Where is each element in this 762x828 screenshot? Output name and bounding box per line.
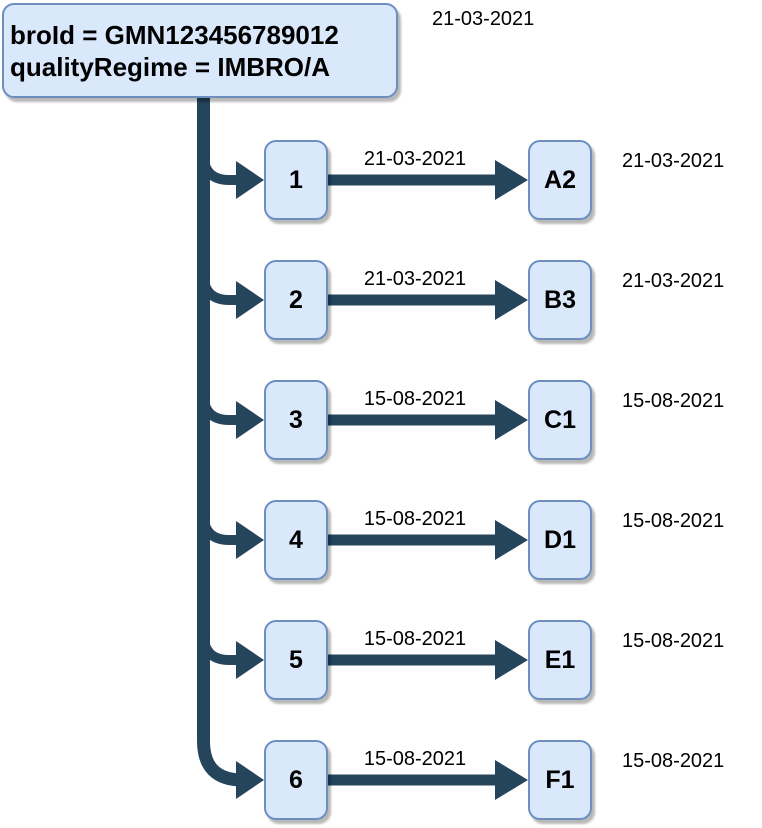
edge-date-label: 21-03-2021: [363, 148, 467, 170]
sequence-node-label: 5: [289, 645, 303, 674]
revision-row: 6 15-08-2021 F1 15-08-2021: [0, 740, 762, 820]
edge-date-label: 15-08-2021: [363, 388, 467, 410]
sequence-node: 2: [264, 260, 328, 340]
sequence-node: 6: [264, 740, 328, 820]
sequence-node: 5: [264, 620, 328, 700]
code-node-label: A2: [544, 165, 576, 194]
sequence-node-label: 3: [289, 405, 303, 434]
sequence-node: 3: [264, 380, 328, 460]
right-date-label: 15-08-2021: [622, 750, 725, 772]
right-date-label: 21-03-2021: [622, 150, 725, 172]
revision-row: 5 15-08-2021 E1 15-08-2021: [0, 620, 762, 700]
code-node-label: B3: [544, 285, 576, 314]
code-node-label: C1: [544, 405, 576, 434]
right-date-label: 15-08-2021: [622, 630, 725, 652]
right-date-label: 21-03-2021: [622, 270, 725, 292]
code-node: A2: [528, 140, 592, 220]
code-node: B3: [528, 260, 592, 340]
right-date-label: 15-08-2021: [622, 510, 725, 532]
revision-row: 4 15-08-2021 D1 15-08-2021: [0, 500, 762, 580]
edge-date-label: 15-08-2021: [363, 748, 467, 770]
right-date-label: 15-08-2021: [622, 390, 725, 412]
revision-row: 2 21-03-2021 B3 21-03-2021: [0, 260, 762, 340]
sequence-node-label: 1: [289, 165, 303, 194]
sequence-node-label: 6: [289, 765, 303, 794]
root-node-line1: broId = GMN123456789012: [10, 19, 339, 50]
root-node-line2: qualityRegime = IMBRO/A: [10, 51, 330, 82]
sequence-node: 4: [264, 500, 328, 580]
sequence-node-label: 2: [289, 285, 303, 314]
code-node: D1: [528, 500, 592, 580]
code-node: C1: [528, 380, 592, 460]
edge-date-label: 15-08-2021: [363, 628, 467, 650]
code-node-label: D1: [544, 525, 576, 554]
sequence-node-label: 4: [289, 525, 303, 554]
edge-date-label: 15-08-2021: [363, 508, 467, 530]
edge-date-label: 21-03-2021: [363, 268, 467, 290]
sequence-node: 1: [264, 140, 328, 220]
code-node-label: E1: [544, 645, 576, 674]
revision-row: 3 15-08-2021 C1 15-08-2021: [0, 380, 762, 460]
code-node: E1: [528, 620, 592, 700]
code-node: F1: [528, 740, 592, 820]
root-date-label: 21-03-2021: [432, 8, 535, 30]
root-node: broId = GMN123456789012 qualityRegime = …: [2, 3, 398, 98]
code-node-label: F1: [545, 765, 575, 794]
revision-row: 1 21-03-2021 A2 21-03-2021: [0, 140, 762, 220]
